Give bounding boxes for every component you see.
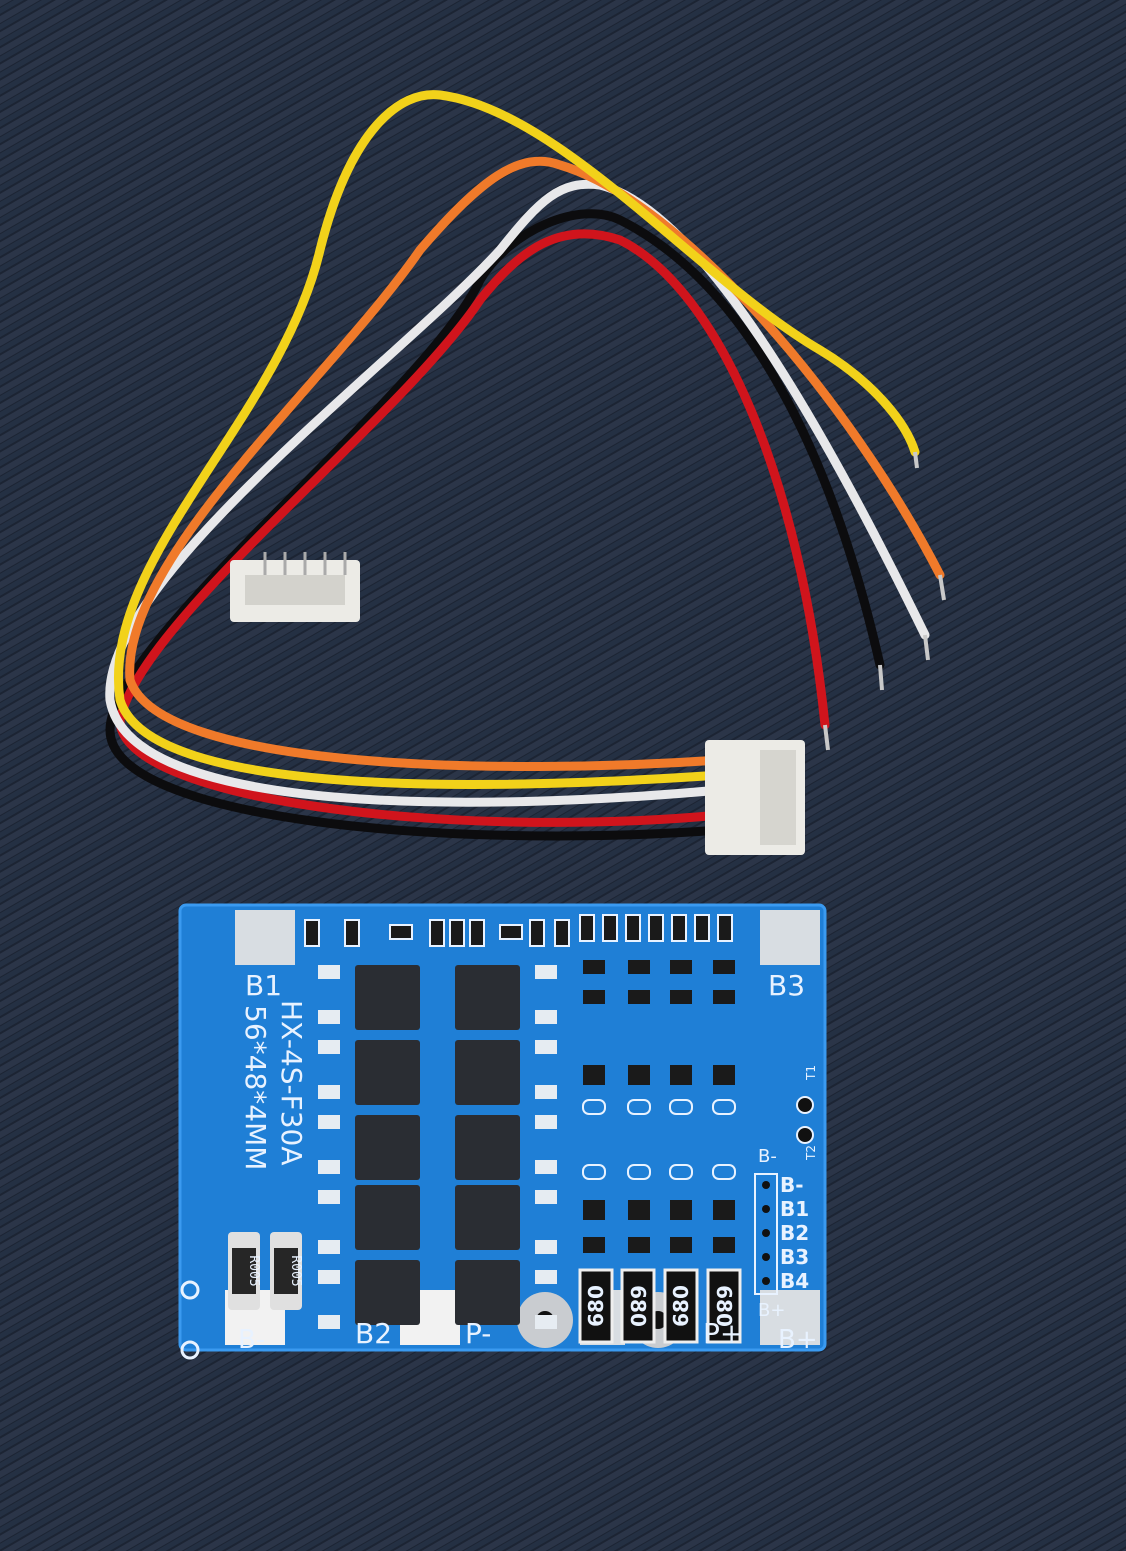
label-p-plus: P+ [703, 1317, 743, 1350]
header-label-b2: B2 [780, 1221, 809, 1245]
side-label-b-minus: B- [758, 1146, 777, 1167]
balance-resistor: 680 [706, 1268, 742, 1344]
shunt-resistor: R005 [228, 1232, 261, 1310]
header-label-b-minus: B- [780, 1173, 804, 1197]
red-wire [115, 229, 830, 827]
header-label-b1: B1 [780, 1197, 809, 1221]
svg-text:R005: R005 [288, 1255, 303, 1286]
model-label: HX-4S-F30A [275, 1000, 308, 1166]
b3-pad [760, 910, 820, 965]
label-b1: B1 [245, 969, 282, 1002]
b-plus-pad [760, 1290, 820, 1345]
balance-header [754, 1173, 778, 1295]
label-b2: B2 [355, 1317, 392, 1350]
wire-harness [105, 90, 945, 841]
label-b3: B3 [768, 969, 805, 1002]
svg-text:680: 680 [669, 1285, 693, 1327]
dimensions-label: 56*48*4MM [239, 1005, 272, 1170]
svg-text:680: 680 [584, 1285, 608, 1327]
balance-resistor: 680 [620, 1268, 656, 1344]
bms-board: R005 R005 680 680 680 680 B1 B3 HX-4S-F3… [178, 903, 827, 1360]
svg-text:680: 680 [712, 1285, 736, 1327]
header-label-b3: B3 [780, 1245, 809, 1269]
white-wire [105, 179, 930, 807]
wire-tips [823, 451, 946, 751]
label-p-minus: P- [465, 1317, 491, 1350]
header-label-b4: B4 [780, 1269, 809, 1293]
harness-connector [705, 740, 805, 855]
label-b-plus: B+ [778, 1325, 818, 1355]
svg-text:R005: R005 [246, 1255, 261, 1286]
side-label-b-plus: B+ [758, 1300, 785, 1321]
black-wire [105, 209, 885, 841]
b1-pad [235, 910, 295, 965]
svg-text:680: 680 [626, 1285, 650, 1327]
mosfet-array [355, 965, 520, 1325]
balance-resistor: 680 [663, 1268, 699, 1344]
label-t2: T2 [804, 1145, 818, 1161]
balance-resistor: 680 [578, 1268, 614, 1344]
loose-connector-housing [230, 552, 360, 622]
yellow-wire [114, 90, 920, 789]
label-b-minus: B- [238, 1325, 265, 1355]
label-t1: T1 [804, 1065, 818, 1081]
shunt-resistor: R005 [270, 1232, 303, 1310]
